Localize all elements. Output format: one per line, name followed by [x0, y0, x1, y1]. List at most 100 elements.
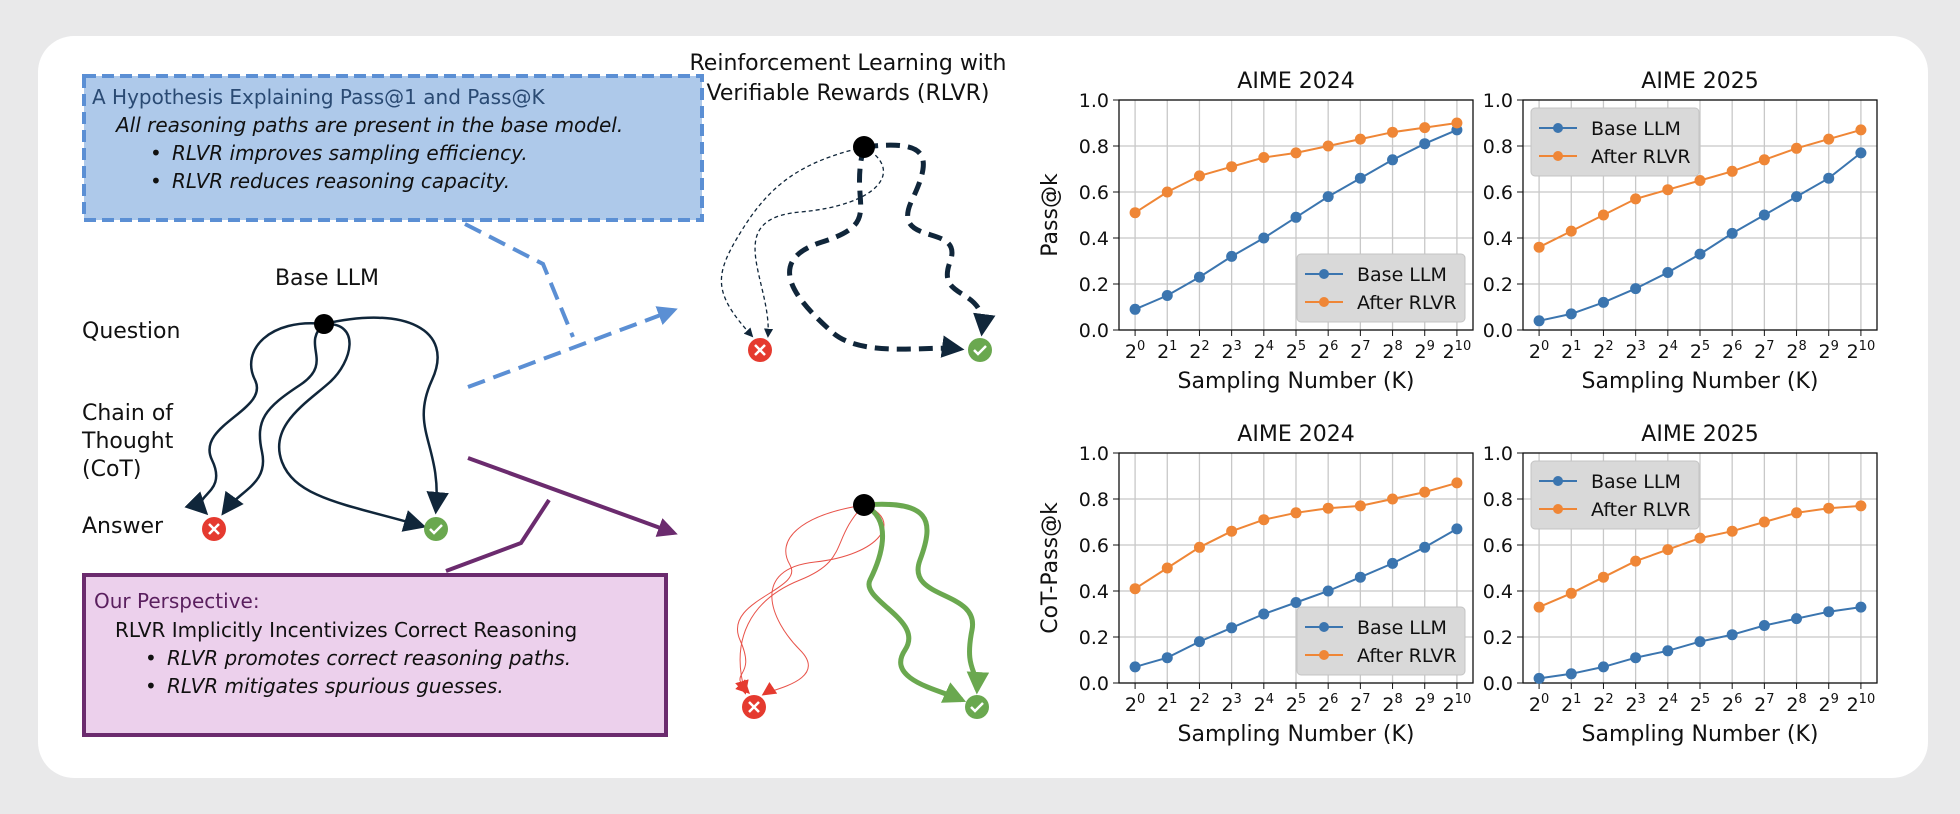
data-point	[1354, 571, 1366, 583]
data-point	[1565, 587, 1577, 599]
data-point	[1161, 652, 1173, 664]
y-tick-label: 0.4	[1483, 581, 1513, 603]
perspective-box: Our Perspective: RLVR Implicitly Incenti…	[82, 573, 668, 737]
x-tick-label: 210	[1443, 692, 1472, 716]
legend-label: Base LLM	[1357, 617, 1447, 639]
data-point	[1662, 544, 1674, 556]
y-tick-label: 0.2	[1079, 274, 1109, 296]
y-tick-label: 1.0	[1079, 443, 1109, 465]
x-tick-label: 22	[1189, 692, 1209, 716]
perspective-bullet: RLVR promotes correct reasoning paths.	[167, 646, 571, 670]
hypothesis-box: A Hypothesis Explaining Pass@1 and Pass@…	[82, 74, 704, 222]
x-tick-label: 210	[1847, 339, 1876, 363]
x-tick-label: 25	[1690, 692, 1710, 716]
data-point	[1533, 315, 1545, 327]
y-tick-label: 0.8	[1079, 489, 1109, 511]
question-node	[853, 494, 875, 516]
x-tick-label: 26	[1318, 339, 1338, 363]
x-tick-label: 20	[1529, 339, 1549, 363]
data-point	[1322, 585, 1334, 597]
data-point	[1630, 283, 1642, 295]
data-point	[1258, 608, 1270, 620]
x-tick-label: 26	[1722, 339, 1742, 363]
chart-title: AIME 2024	[1237, 422, 1354, 447]
data-point	[1597, 209, 1609, 221]
data-point	[1726, 629, 1738, 641]
question-node	[314, 314, 334, 334]
data-point	[1855, 124, 1867, 136]
data-point	[1419, 541, 1431, 553]
y-tick-label: 0.8	[1483, 489, 1513, 511]
data-point	[1726, 227, 1738, 239]
data-point	[1533, 672, 1545, 684]
perspective-title: Our Perspective:	[94, 589, 260, 613]
y-tick-label: 0.6	[1079, 535, 1109, 557]
data-point	[1726, 525, 1738, 537]
data-point	[1630, 652, 1642, 664]
data-point	[1791, 142, 1803, 154]
y-tick-label: 0.6	[1079, 182, 1109, 204]
data-point	[1387, 557, 1399, 569]
x-axis-label: Sampling Number (K)	[1178, 722, 1415, 747]
x-tick-label: 23	[1221, 692, 1241, 716]
x-tick-label: 23	[1625, 692, 1645, 716]
legend-label: After RLVR	[1591, 146, 1691, 168]
legend-marker	[1319, 622, 1329, 632]
x-tick-label: 27	[1754, 339, 1774, 363]
x-tick-label: 27	[1350, 339, 1370, 363]
chart-title: AIME 2025	[1641, 69, 1758, 94]
data-point	[1419, 138, 1431, 150]
data-point	[1387, 493, 1399, 505]
data-point	[1161, 290, 1173, 301]
data-point	[1694, 532, 1706, 544]
wrong-answer-icon	[748, 338, 772, 362]
legend-label: Base LLM	[1591, 471, 1681, 493]
data-point	[1791, 191, 1803, 203]
data-point	[1258, 232, 1270, 244]
base-paths	[184, 316, 449, 532]
data-point	[1565, 225, 1577, 237]
y-tick-label: 0.8	[1483, 136, 1513, 158]
x-tick-label: 24	[1658, 339, 1678, 363]
data-point	[1662, 267, 1674, 278]
legend-marker	[1553, 151, 1563, 161]
y-tick-label: 0.0	[1483, 320, 1513, 342]
data-point	[1226, 622, 1238, 634]
chart-title: AIME 2025	[1641, 422, 1758, 447]
legend-box	[1296, 253, 1466, 323]
data-point	[1533, 241, 1545, 253]
x-tick-label: 24	[1658, 692, 1678, 716]
perspective-subtitle: RLVR Implicitly Incentivizes Correct Rea…	[115, 618, 577, 642]
legend-label: After RLVR	[1591, 499, 1691, 521]
x-tick-label: 22	[1593, 339, 1613, 363]
bullet-dot: •	[150, 141, 162, 165]
legend-marker	[1553, 504, 1563, 514]
y-tick-label: 0.0	[1079, 320, 1109, 342]
data-point	[1193, 271, 1205, 283]
chart-title: AIME 2024	[1237, 69, 1354, 94]
data-point	[1322, 191, 1334, 203]
data-point	[1533, 601, 1545, 613]
x-tick-label: 23	[1221, 339, 1241, 363]
data-point	[1662, 184, 1674, 196]
bullet-dot: •	[150, 169, 162, 193]
data-point	[1694, 248, 1706, 260]
data-point	[1129, 303, 1141, 315]
data-point	[1193, 170, 1205, 182]
y-tick-label: 0.4	[1079, 581, 1109, 603]
data-point	[1193, 636, 1205, 648]
data-point	[1791, 613, 1803, 625]
data-point	[1129, 207, 1141, 219]
correct-answer-icon	[965, 695, 989, 719]
answer-label: Answer	[82, 514, 164, 539]
legend: Base LLM After RLVR	[1530, 460, 1700, 530]
rlvr-perspective-paths	[735, 501, 990, 703]
x-tick-label: 210	[1443, 339, 1472, 363]
y-tick-label: 0.2	[1483, 627, 1513, 649]
x-tick-label: 22	[1593, 692, 1613, 716]
y-tick-label: 0.2	[1079, 627, 1109, 649]
data-point	[1694, 175, 1706, 186]
